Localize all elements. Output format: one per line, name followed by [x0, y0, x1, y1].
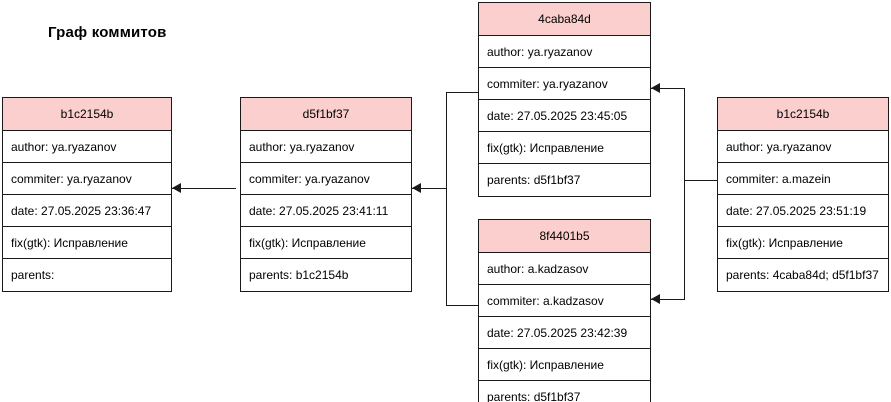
commit-card-b1c2154b-root[interactable]: b1c2154b author: ya.ryazanov commiter: y…: [2, 97, 172, 292]
commit-date: date: 27.05.2025 23:45:05: [479, 100, 650, 132]
commit-commiter: commiter: ya.ryazanov: [3, 163, 171, 195]
edge-trunk-right: [684, 88, 685, 299]
commit-id: d5f1bf37: [241, 98, 411, 131]
commit-message: fix(gtk): Исправление: [718, 227, 888, 259]
commit-author: author: ya.ryazanov: [718, 131, 888, 163]
commit-commiter: commiter: ya.ryazanov: [241, 163, 411, 195]
commit-card-d5f1bf37[interactable]: d5f1bf37 author: ya.ryazanov commiter: y…: [240, 97, 412, 292]
commit-parents: parents: 4caba84d; d5f1bf37: [726, 268, 879, 282]
commit-card-4caba84d[interactable]: 4caba84d author: ya.ryazanov commiter: y…: [478, 2, 651, 197]
commit-message: fix(gtk): Исправление: [479, 349, 650, 381]
commit-parents: parents: d5f1bf37: [487, 173, 581, 187]
arrowhead-into-d5f1bf37: [412, 183, 421, 193]
commit-card-b1c2154b-merge[interactable]: b1c2154b author: ya.ryazanov commiter: a…: [717, 97, 889, 292]
edge-4caba84d-stub: [446, 92, 478, 93]
commit-date: date: 27.05.2025 23:42:39: [479, 317, 650, 349]
commit-parents: parents:: [11, 268, 55, 282]
commit-card-8f4401b5[interactable]: 8f4401b5 author: a.kadzasov commiter: a.…: [478, 219, 651, 402]
edge-merge-to-8f4401b5: [651, 299, 685, 300]
commit-commiter: commiter: ya.ryazanov: [479, 68, 650, 100]
commit-id: 8f4401b5: [479, 220, 650, 253]
edge-merge-feed: [684, 180, 718, 181]
commit-commiter: commiter: a.kadzasov: [479, 285, 650, 317]
commit-id: 4caba84d: [479, 3, 650, 36]
edge-merge-to-4caba84d: [651, 88, 685, 89]
commit-author: author: ya.ryazanov: [241, 131, 411, 163]
edge-8f4401b5-stub: [446, 305, 478, 306]
commit-date: date: 27.05.2025 23:51:19: [718, 195, 888, 227]
commit-message: fix(gtk): Исправление: [479, 132, 650, 164]
commit-message: fix(gtk): Исправление: [241, 227, 411, 259]
edge-trunk-left: [446, 92, 447, 306]
commit-author: author: ya.ryazanov: [3, 131, 171, 163]
edge-d5f1bf37-to-b1c2154b: [172, 188, 236, 189]
arrowhead-into-4caba84d: [651, 83, 660, 93]
commit-date: date: 27.05.2025 23:36:47: [3, 195, 171, 227]
commit-id: b1c2154b: [3, 98, 171, 131]
commit-message: fix(gtk): Исправление: [3, 227, 171, 259]
page-title: Граф коммитов: [48, 24, 167, 41]
arrowhead-into-8f4401b5: [651, 294, 660, 304]
commit-date: date: 27.05.2025 23:41:11: [241, 195, 411, 227]
commit-author: author: a.kadzasov: [479, 253, 650, 285]
arrowhead-into-b1c2154b: [172, 183, 181, 193]
commit-parents: parents: b1c2154b: [249, 268, 349, 282]
commit-parents: parents: d5f1bf37: [487, 390, 581, 402]
commit-commiter: commiter: a.mazein: [718, 163, 888, 195]
edge-trunk-left-to-d5f1bf37: [412, 188, 447, 189]
commit-id: b1c2154b: [718, 98, 888, 131]
commit-author: author: ya.ryazanov: [479, 36, 650, 68]
